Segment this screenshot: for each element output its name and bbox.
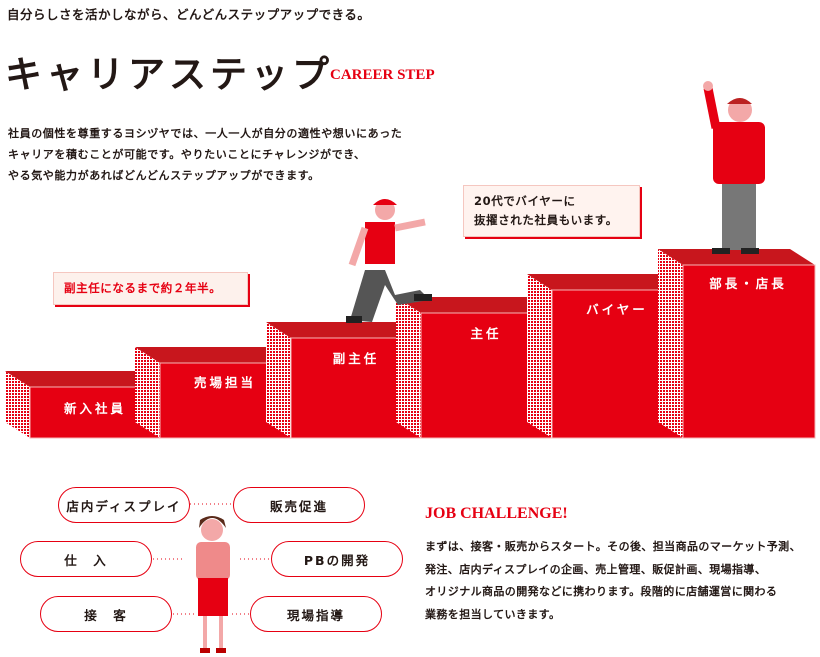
step-top	[396, 297, 552, 313]
intro-text: 社員の個性を尊重するヨシヅヤでは、一人一人が自分の適性や想いにあった キャリアを…	[8, 123, 402, 186]
job-pill: 接 客	[40, 596, 172, 632]
job-pill: 現場指導	[250, 596, 382, 632]
page-subtitle: CAREER STEP	[330, 67, 435, 83]
page-title: キャリアステップ	[5, 53, 333, 96]
step-side	[527, 274, 552, 438]
job-connectors	[153, 503, 271, 615]
step-label: 主任	[470, 326, 502, 341]
step-side	[658, 249, 683, 438]
body-line: 発注、店内ディスプレイの企画、売上管理、販促計画、現場指導、	[425, 562, 767, 576]
body-line: オリジナル商品の開発などに携わります。段階的に店舗運営に関わる	[425, 585, 778, 598]
job-pill: 販売促進	[233, 487, 365, 523]
job-pill: PBの開発	[271, 541, 403, 577]
callout-vice-chief: 副主任になるまで約２年半。	[53, 272, 248, 305]
step-top	[658, 249, 815, 265]
job-pill: 店内ディスプレイ	[58, 487, 190, 523]
step-label: 売場担当	[193, 375, 256, 390]
step-top	[527, 274, 683, 290]
intro-line: やる気や能力があればどんどんステップアップができます。	[8, 169, 320, 182]
step-label: 副主任	[332, 351, 380, 366]
job-challenge-title: JOB CHALLENGE!	[425, 505, 568, 522]
body-line: まずは、接客・販売からスタート。その後、担当商品のマーケット予測、	[425, 540, 801, 553]
callout-buyer: 20代でバイヤーに 抜擢された社員もいます。	[463, 185, 640, 237]
step-side	[266, 322, 291, 438]
step-label: 新入社員	[63, 401, 126, 416]
climbing-man-illustration	[346, 199, 432, 323]
step-top	[266, 322, 421, 338]
body-line: 業務を担当していきます。	[425, 607, 561, 621]
step-top	[135, 347, 291, 363]
callout-text: 副主任になるまで約２年半。	[64, 281, 222, 295]
manager-illustration	[703, 81, 765, 254]
lead-text: 自分らしさを活かしながら、どんどんステップアップできる。	[7, 7, 371, 22]
woman-illustration	[196, 516, 230, 653]
step-front	[682, 264, 816, 439]
callout-text: 抜擢された社員もいます。	[474, 213, 618, 227]
step-side	[396, 297, 421, 438]
step-label: バイヤー	[586, 302, 648, 317]
callout-text: 20代でバイヤーに	[474, 194, 576, 208]
intro-line: 社員の個性を尊重するヨシヅヤでは、一人一人が自分の適性や想いにあった	[8, 127, 403, 140]
job-challenge-body: まずは、接客・販売からスタート。その後、担当商品のマーケット予測、 発注、店内デ…	[425, 536, 820, 626]
job-pill: 仕 入	[20, 541, 152, 577]
step-top	[5, 371, 160, 387]
intro-line: キャリアを積むことが可能です。やりたいことにチャレンジができ、	[8, 148, 366, 161]
step-side	[135, 347, 160, 438]
step-side	[5, 371, 30, 438]
step-label: 部長・店長	[709, 276, 787, 291]
